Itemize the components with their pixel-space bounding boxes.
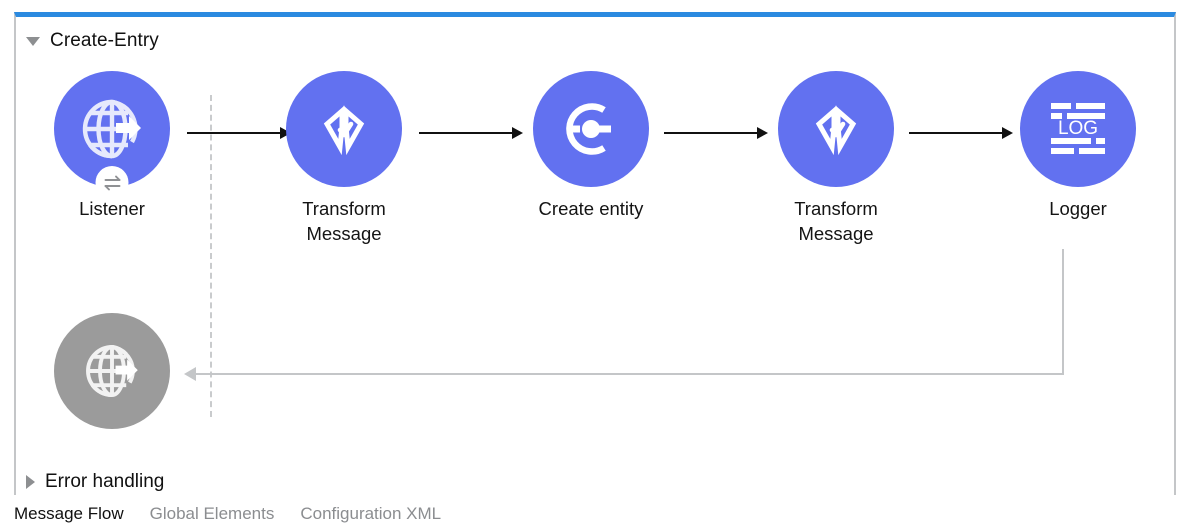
flow-node-listener-response[interactable]: [50, 313, 174, 438]
source-process-divider: [210, 95, 212, 417]
editor-tabbar[interactable]: Message Flow Global Elements Configurati…: [14, 504, 441, 528]
log-icon: LOG: [1051, 103, 1105, 154]
error-handling-section[interactable]: Error handling: [16, 467, 164, 497]
node-bubble[interactable]: [54, 71, 170, 199]
tab-message-flow[interactable]: Message Flow: [14, 504, 124, 523]
log-icon-text: LOG: [1058, 118, 1098, 139]
return-connector-horizontal: [194, 373, 1064, 375]
node-label: Listener: [79, 198, 145, 219]
node-bubble[interactable]: LOG: [1020, 71, 1136, 187]
connector-transform2-logger: [909, 132, 1004, 134]
tab-configuration-xml[interactable]: Configuration XML: [300, 504, 442, 523]
node-label: Logger: [1049, 198, 1107, 219]
node-bubble[interactable]: [286, 71, 402, 187]
globe-arrow-icon: [86, 345, 138, 397]
connector-transform1-createentity: [419, 132, 514, 134]
flow-node-transform-message-2[interactable]: Transform Message: [774, 71, 898, 246]
triangle-right-icon[interactable]: [26, 475, 35, 489]
listener-request-response-badge: [95, 166, 129, 199]
flow-node-logger[interactable]: LOG Logger: [1016, 71, 1140, 221]
flow-header[interactable]: Create-Entry: [16, 28, 159, 54]
tab-global-elements[interactable]: Global Elements: [149, 504, 275, 523]
node-bubble[interactable]: [533, 71, 649, 187]
connector-listener-transform1: [187, 132, 282, 134]
return-connector-arrowhead: [184, 367, 196, 381]
connector-c-icon: [566, 103, 611, 155]
connector-arrowhead: [512, 127, 523, 139]
node-label: Create entity: [538, 198, 644, 219]
return-connector-vertical: [1062, 249, 1064, 375]
node-bubble[interactable]: [54, 313, 170, 429]
globe-arrow-icon: [82, 99, 141, 159]
dataweave-icon: [323, 105, 365, 156]
flow-node-listener[interactable]: Listener: [50, 71, 174, 221]
connector-arrowhead: [757, 127, 768, 139]
connector-arrowhead: [280, 127, 291, 139]
connector-arrowhead: [1002, 127, 1013, 139]
node-bubble[interactable]: [778, 71, 894, 187]
flow-panel-create-entry[interactable]: Create-Entry: [14, 12, 1176, 495]
bidirectional-arrows-icon: [104, 175, 120, 190]
triangle-down-icon[interactable]: [26, 36, 40, 46]
flow-title: Create-Entry: [50, 30, 159, 51]
dataweave-icon: [815, 105, 857, 156]
connector-createentity-transform2: [664, 132, 759, 134]
error-handling-label: Error handling: [45, 471, 165, 492]
flow-node-create-entity[interactable]: Create entity: [529, 71, 653, 221]
flow-node-transform-message-1[interactable]: Transform Message: [282, 71, 406, 246]
node-label: Transform Message: [302, 198, 386, 244]
node-label: Transform Message: [794, 198, 878, 244]
